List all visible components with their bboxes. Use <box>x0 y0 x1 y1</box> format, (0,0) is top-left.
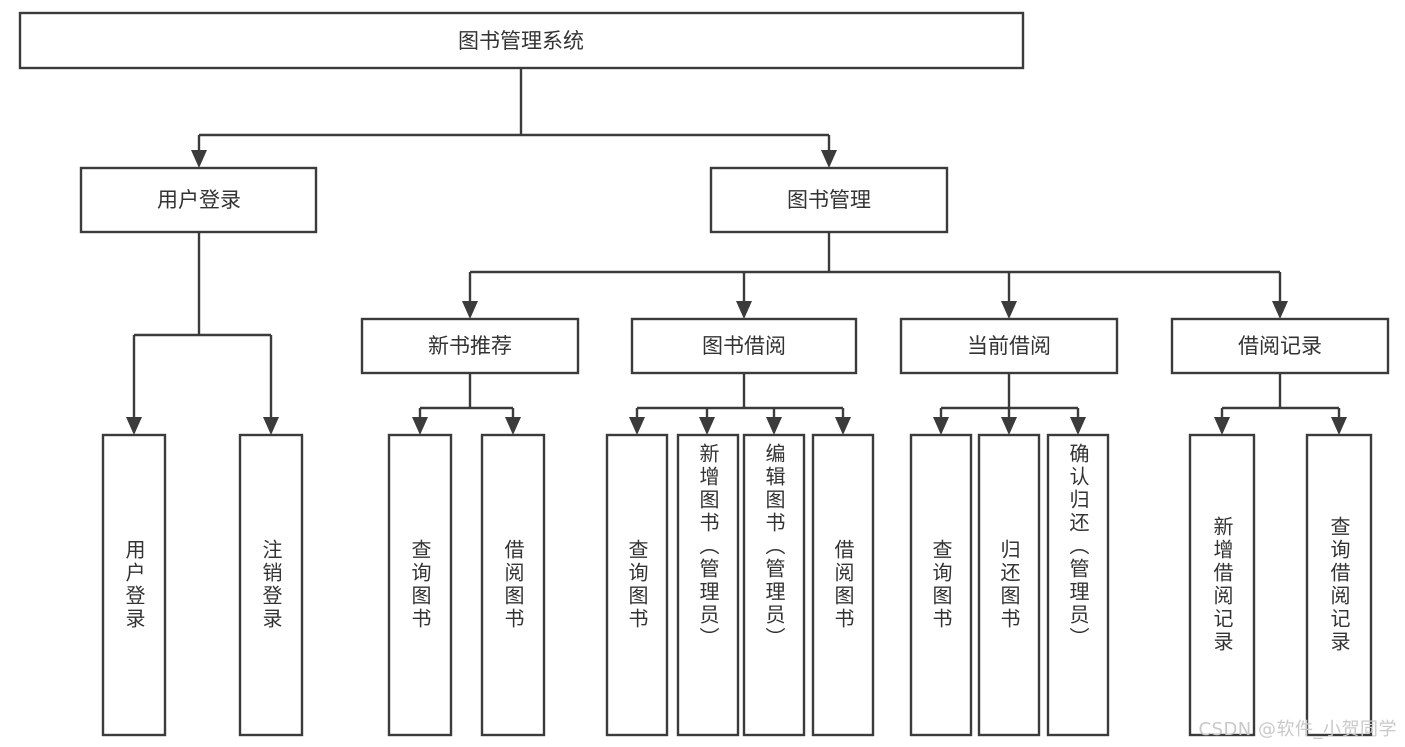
node-book-borrow[interactable]: 图书借阅 <box>630 317 858 375</box>
leaf-box-user-login-2[interactable] <box>238 433 304 737</box>
csdn-watermark: CSDN @软件_小贺同学 <box>1198 719 1397 740</box>
node-current-borrow-label: 当前借阅 <box>967 334 1051 358</box>
arrow-borrow-record-leaf1-icon <box>1214 417 1230 435</box>
leaf-box-book-borrow-1[interactable] <box>605 433 669 737</box>
arrow-current-borrow-leaf3-icon <box>1070 417 1086 435</box>
connectors-book-borrow-to-leaves <box>629 373 851 435</box>
node-borrow-record-label: 借阅记录 <box>1238 334 1322 358</box>
node-book-borrow-box[interactable] <box>630 317 858 375</box>
node-book-manage[interactable]: 图书管理 <box>709 166 949 234</box>
arrow-user-login-leaf1-icon <box>126 417 142 435</box>
connectors-user-login-to-leaves <box>126 232 279 435</box>
connectors-borrow-record-to-leaves <box>1214 373 1347 435</box>
node-new-book-recommend[interactable]: 新书推荐 <box>360 317 580 375</box>
arrow-new-book-leaf2-icon <box>505 417 521 435</box>
leaf-box-current-borrow-1[interactable] <box>909 433 973 737</box>
node-user-login[interactable]: 用户登录 <box>79 166 318 234</box>
arrow-book-borrow-leaf4-icon <box>835 417 851 435</box>
arrow-to-user-login-icon <box>191 150 207 168</box>
leaf-box-book-borrow-4[interactable] <box>811 433 875 737</box>
leaf-box-new-book-2[interactable] <box>480 433 546 737</box>
arrow-to-new-book-icon <box>462 301 478 319</box>
leaf-box-user-login-1[interactable] <box>101 433 167 737</box>
arrow-borrow-record-leaf2-icon <box>1331 417 1347 435</box>
arrow-book-borrow-leaf3-icon <box>766 417 782 435</box>
node-current-borrow-box[interactable] <box>899 317 1119 375</box>
node-root-label: 图书管理系统 <box>458 29 584 53</box>
node-borrow-record-box[interactable] <box>1170 317 1390 375</box>
node-current-borrow[interactable]: 当前借阅 <box>899 317 1119 375</box>
arrow-book-borrow-leaf2-icon <box>699 417 715 435</box>
leaf-box-current-borrow-2[interactable] <box>977 433 1041 737</box>
arrow-to-current-borrow-icon <box>1001 301 1017 319</box>
arrow-to-borrow-record-icon <box>1272 301 1288 319</box>
node-new-book-recommend-box[interactable] <box>360 317 580 375</box>
leaf-box-borrow-record-2[interactable] <box>1305 433 1373 737</box>
connectors-book-manage-to-level2 <box>462 232 1288 319</box>
leaf-box-book-borrow-2[interactable] <box>676 433 740 737</box>
node-book-manage-label: 图书管理 <box>787 188 871 212</box>
connectors-root-to-level1 <box>191 68 837 168</box>
leaf-box-new-book-1[interactable] <box>387 433 453 737</box>
leaf-box-current-borrow-3[interactable] <box>1046 433 1110 737</box>
arrow-user-login-leaf2-icon <box>263 417 279 435</box>
connectors-new-book-to-leaves <box>412 373 521 435</box>
leaf-box-book-borrow-3[interactable] <box>742 433 806 737</box>
leaf-box-borrow-record-1[interactable] <box>1188 433 1256 737</box>
arrow-current-borrow-leaf2-icon <box>1001 417 1017 435</box>
node-user-login-label: 用户登录 <box>157 188 241 212</box>
node-borrow-record[interactable]: 借阅记录 <box>1170 317 1390 375</box>
arrow-book-borrow-leaf1-icon <box>629 417 645 435</box>
node-user-login-box[interactable] <box>79 166 318 234</box>
connectors-current-borrow-to-leaves <box>933 373 1086 435</box>
node-root-box[interactable] <box>18 11 1025 70</box>
node-book-borrow-label: 图书借阅 <box>702 334 786 358</box>
node-root[interactable]: 图书管理系统 <box>18 11 1025 70</box>
arrow-to-book-manage-icon <box>821 150 837 168</box>
arrow-new-book-leaf1-icon <box>412 417 428 435</box>
node-new-book-recommend-label: 新书推荐 <box>428 334 512 358</box>
arrow-current-borrow-leaf1-icon <box>933 417 949 435</box>
arrow-to-book-borrow-icon <box>736 301 752 319</box>
node-book-manage-box[interactable] <box>709 166 949 234</box>
